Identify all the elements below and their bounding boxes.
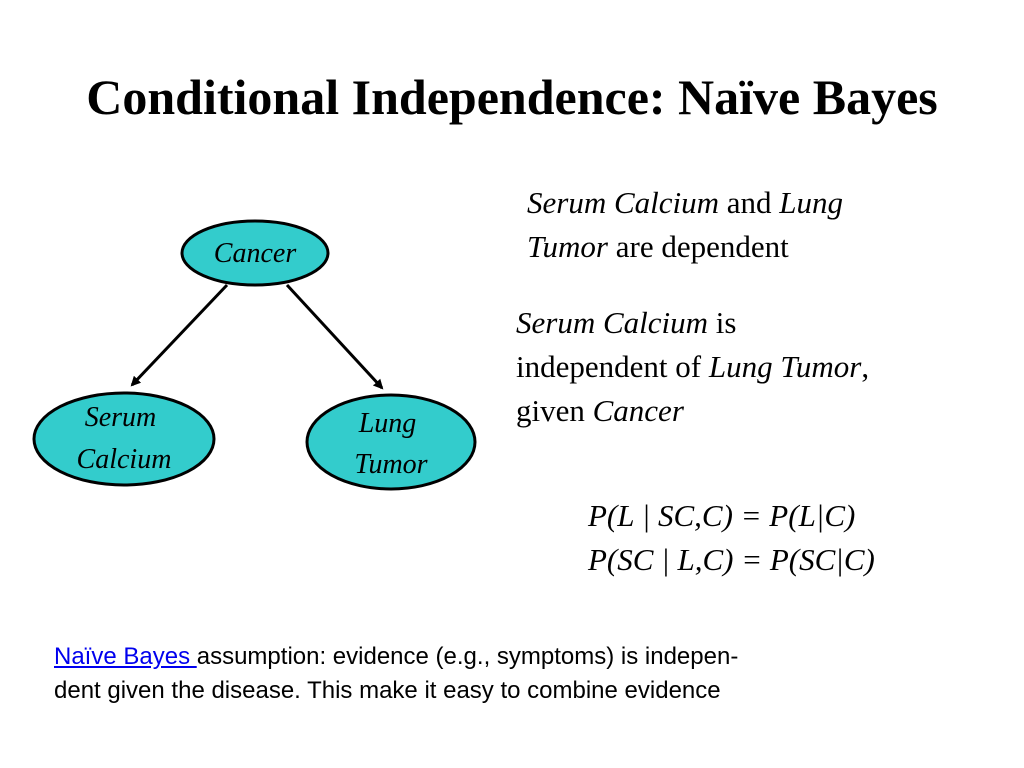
- phrase-independent-of: independent of: [516, 349, 709, 384]
- conditional-independence-statement: Serum Calcium is independent of Lung Tum…: [516, 301, 986, 433]
- word-and: and: [719, 185, 780, 220]
- edge-cancer-to-serum-calcium: [130, 283, 229, 387]
- term-lung-tumor: Lung Tumor: [708, 349, 862, 384]
- probability-formulas: P(L | SC,C) = P(L|C) P(SC | L,C) = P(SC|…: [588, 494, 875, 582]
- word-is: is: [708, 305, 737, 340]
- phrase-are-dependent: are dependent: [607, 229, 789, 264]
- term-serum-calcium: Serum Calcium: [527, 185, 720, 220]
- node-serum-calcium: Serum Calcium: [32, 391, 216, 487]
- term-serum-calcium: Serum Calcium: [516, 305, 709, 340]
- node-cancer: Cancer: [180, 219, 330, 287]
- naive-bayes-assumption-note: Naïve Bayes assumption: evidence (e.g., …: [54, 640, 974, 708]
- node-serum-calcium-label-line1: Serum: [85, 402, 157, 433]
- edge-cancer-to-lung-tumor: [285, 283, 384, 390]
- svg-text:Lung Tumor: Lung Tumor: [354, 408, 427, 480]
- node-cancer-label: Cancer: [214, 238, 297, 269]
- word-given: given: [516, 393, 593, 428]
- formula-lung: P(L | SC,C) = P(L|C): [588, 498, 856, 533]
- term-cancer: Cancer: [592, 393, 684, 428]
- svg-text:Cancer: Cancer: [214, 238, 297, 269]
- assumption-text-line1: assumption: evidence (e.g., symptoms) is…: [196, 643, 739, 670]
- node-lung-tumor: Lung Tumor: [305, 393, 477, 491]
- term-tumor: Tumor: [527, 229, 608, 264]
- term-lung: Lung: [779, 185, 844, 220]
- naive-bayes-link[interactable]: Naïve Bayes: [54, 643, 197, 670]
- slide-title: Conditional Independence: Naïve Bayes: [86, 69, 938, 125]
- dependence-statement: Serum Calcium and Lung Tumor are depende…: [527, 181, 947, 269]
- node-serum-calcium-label-line2: Calcium: [77, 444, 172, 475]
- node-lung-tumor-label-line2: Tumor: [354, 449, 427, 480]
- svg-text:Serum Calcium: Serum Calcium: [77, 402, 172, 475]
- assumption-text-line2: dent given the disease. This make it eas…: [54, 677, 721, 704]
- comma: ,: [861, 349, 870, 384]
- node-lung-tumor-label-line1: Lung: [358, 408, 417, 439]
- formula-serum-calcium: P(SC | L,C) = P(SC|C): [588, 542, 875, 577]
